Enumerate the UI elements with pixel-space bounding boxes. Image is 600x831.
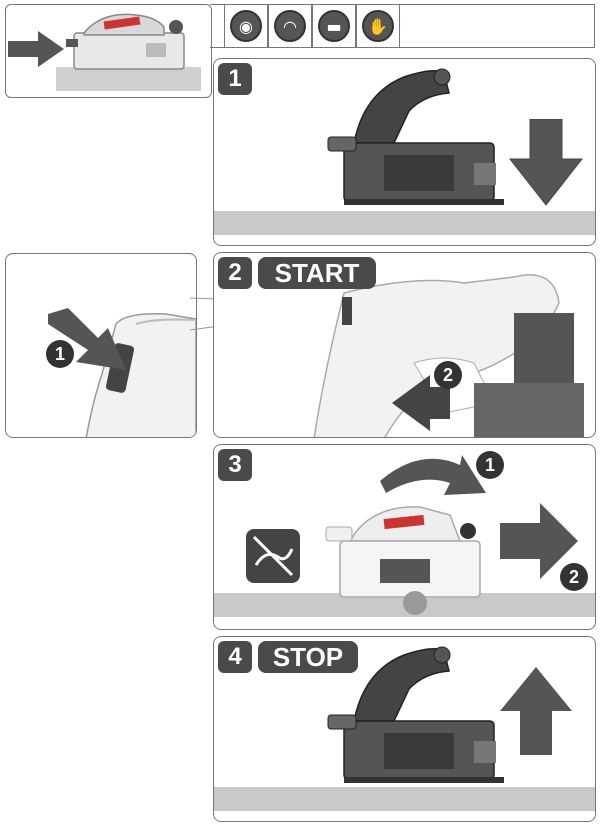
step3-badge: 3: [218, 449, 252, 481]
step1-badge: 1: [218, 63, 252, 95]
start-label: START: [258, 257, 376, 289]
saw-plunge-illustration: [325, 506, 481, 615]
saw-overview-illustration: [56, 13, 201, 91]
step2-callout-1: 1: [46, 340, 74, 368]
safety-icon-strip: [210, 4, 595, 48]
arrow-trigger-icon: [392, 375, 450, 431]
arrow-forward-icon: [500, 503, 578, 579]
step2-panel: 2 2 START: [213, 252, 596, 438]
saw-handle-illustration: [313, 274, 584, 437]
arrow-down-icon: [508, 119, 584, 206]
saw-side-view-illustration: [327, 68, 504, 205]
arrow-right-icon: [8, 31, 64, 67]
step2-badge: 2: [218, 257, 252, 289]
step4-badge: 4: [218, 641, 252, 673]
step1-panel: 1: [213, 58, 596, 246]
eye-protection-icon: ◉: [224, 4, 268, 48]
arrow-press-icon: [48, 308, 126, 370]
overview-panel: [5, 4, 212, 98]
arrow-curve-icon: [380, 455, 486, 495]
hearing-protection-icon: ◠: [268, 4, 312, 48]
no-kickback-icon: [246, 529, 300, 583]
step3-callout-2: 2: [560, 563, 588, 591]
dust-mask-icon: ▬: [312, 4, 356, 48]
work-surface: [214, 787, 595, 811]
stop-label: STOP: [258, 641, 358, 673]
arrow-up-icon: [500, 667, 572, 755]
step3-callout-1: 1: [476, 451, 504, 479]
gloves-icon: ✋: [356, 4, 400, 48]
saw-raised-illustration: [327, 646, 504, 783]
work-surface: [214, 211, 595, 235]
step4-panel: 4 STOP: [213, 636, 596, 822]
step2-zoom-panel: 1: [5, 253, 197, 438]
step2-callout-2: 2: [434, 361, 462, 389]
step3-panel: 1 2 3: [213, 444, 596, 630]
